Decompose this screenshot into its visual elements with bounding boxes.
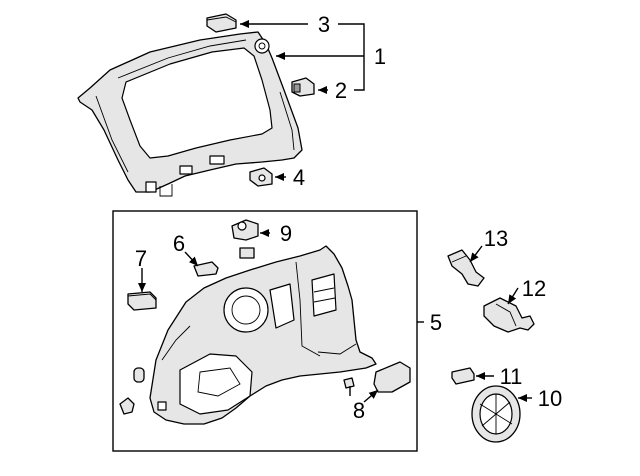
lower-quarter-trim-panel: [149, 245, 377, 425]
part-7-clip: [127, 291, 157, 311]
callout-13: 13: [484, 226, 508, 251]
callout-5: 5: [430, 310, 442, 335]
callout-1: 1: [374, 44, 386, 69]
callout-6: 6: [173, 231, 185, 256]
part-8-cover: [343, 361, 411, 396]
part-2-clip: [291, 77, 315, 97]
callout-7: 7: [135, 246, 147, 271]
part-9-hook: [231, 219, 259, 241]
part-11-clip: [451, 367, 475, 385]
assembly-box: [112, 210, 418, 452]
side-fasteners: [119, 367, 145, 415]
callout-2: 2: [335, 78, 347, 103]
part-6-clip: [193, 261, 219, 277]
small-clip: [239, 247, 255, 259]
part-3-clip: [206, 13, 237, 33]
callout-8: 8: [353, 398, 365, 423]
leader-lines: [138, 20, 532, 403]
part-4-clip: [249, 167, 273, 187]
callout-10: 10: [538, 386, 562, 411]
upper-quarter-trim-panel: [77, 31, 303, 197]
part-12-socket: [483, 297, 535, 333]
callout-12: 12: [522, 276, 546, 301]
callout-3: 3: [318, 12, 330, 37]
part-10-grille: [471, 385, 521, 443]
part-13-clip: [447, 249, 485, 287]
callout-11: 11: [500, 364, 523, 389]
callout-9: 9: [280, 221, 292, 246]
callout-4: 4: [293, 165, 305, 190]
